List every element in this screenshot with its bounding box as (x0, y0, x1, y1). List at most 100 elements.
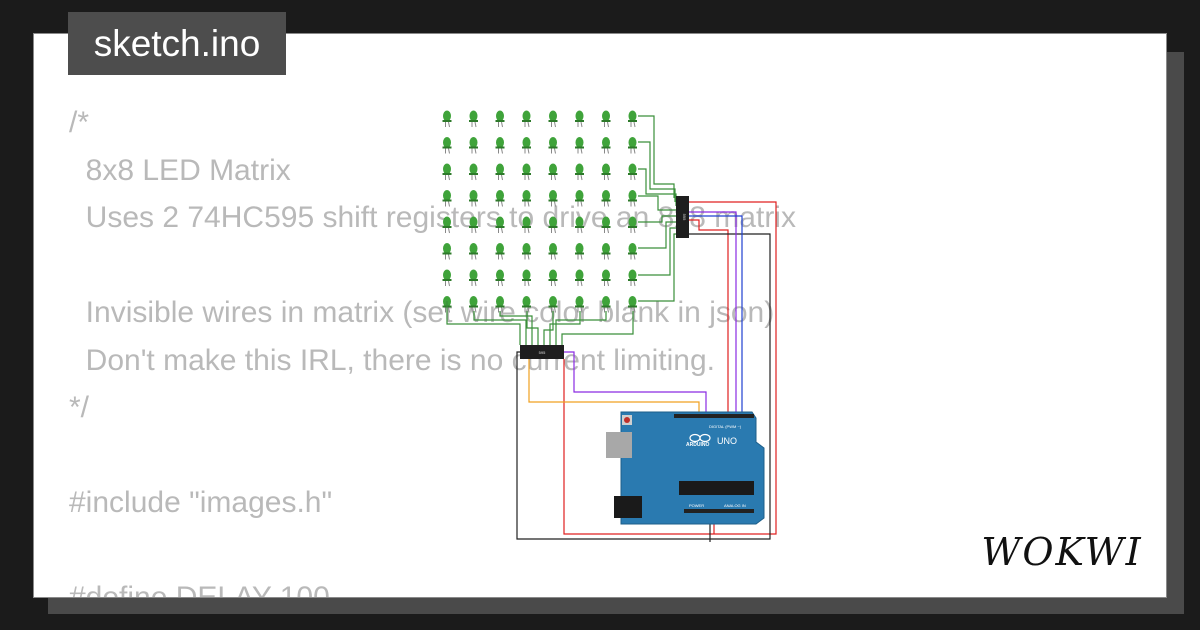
led[interactable] (442, 216, 452, 234)
led[interactable] (601, 137, 611, 154)
led[interactable] (575, 269, 584, 287)
led[interactable] (469, 243, 478, 260)
led[interactable] (469, 216, 478, 234)
wokwi-logo-text: WOKWI (981, 530, 1142, 574)
led[interactable] (495, 269, 505, 287)
led[interactable] (628, 137, 637, 154)
led[interactable] (548, 296, 558, 313)
shift-register-2[interactable]: 595 (520, 345, 564, 359)
led[interactable] (575, 190, 584, 207)
led[interactable] (575, 163, 584, 181)
preview-card[interactable]: /* 8x8 LED Matrix Uses 2 74HC595 shift r… (33, 33, 1167, 598)
wire (689, 219, 729, 413)
wire (563, 201, 777, 535)
led[interactable] (495, 296, 505, 313)
led[interactable] (628, 216, 637, 234)
wire (689, 211, 737, 413)
shift-register-1[interactable]: 595 (676, 196, 689, 238)
led[interactable] (469, 269, 478, 287)
led[interactable] (548, 269, 558, 287)
wire (638, 221, 676, 249)
led[interactable] (495, 216, 505, 234)
wire (689, 215, 743, 413)
led[interactable] (522, 243, 531, 260)
led[interactable] (601, 110, 611, 128)
wire (638, 215, 676, 223)
led[interactable] (522, 296, 531, 313)
led[interactable] (469, 190, 478, 207)
led[interactable] (548, 216, 558, 234)
wire (446, 301, 521, 345)
led[interactable] (522, 110, 531, 128)
led[interactable] (575, 216, 584, 234)
led[interactable] (548, 163, 558, 181)
led[interactable] (601, 216, 611, 234)
led[interactable] (469, 137, 478, 154)
wire (561, 311, 634, 345)
wire (638, 141, 676, 202)
led[interactable] (469, 296, 478, 313)
digital-header (674, 414, 754, 418)
led[interactable] (522, 190, 531, 207)
wire (638, 195, 676, 211)
led[interactable] (442, 190, 452, 207)
led[interactable] (495, 137, 505, 154)
wire (638, 115, 675, 198)
led[interactable] (522, 163, 531, 181)
led[interactable] (628, 269, 637, 287)
code-line: #include "images.h" (69, 486, 333, 519)
code-line: /* (69, 106, 90, 139)
circuit-diagram[interactable]: 595 595 DIGITAL (PWM ~) ARDUINO UNO ANAL… (34, 34, 1167, 598)
wire (638, 227, 676, 276)
digital-header-label: DIGITAL (PWM ~) (709, 424, 742, 429)
led[interactable] (601, 163, 611, 181)
led[interactable] (548, 243, 558, 260)
led[interactable] (601, 190, 611, 207)
led[interactable] (442, 110, 452, 128)
led[interactable] (601, 243, 611, 260)
shift-register-2-label: 595 (539, 350, 546, 355)
led[interactable] (628, 296, 637, 313)
led[interactable] (442, 269, 452, 287)
led[interactable] (495, 190, 505, 207)
led[interactable] (575, 137, 584, 154)
led[interactable] (575, 243, 584, 260)
wire (499, 311, 533, 345)
led[interactable] (601, 296, 611, 313)
led[interactable] (495, 163, 505, 181)
led[interactable] (522, 269, 531, 287)
wire (528, 359, 700, 413)
led[interactable] (442, 243, 452, 260)
led[interactable] (628, 243, 637, 260)
led[interactable] (548, 137, 558, 154)
led[interactable] (442, 163, 452, 181)
led[interactable] (601, 269, 611, 287)
led[interactable] (575, 110, 584, 128)
arduino-uno-board[interactable]: DIGITAL (PWM ~) ARDUINO UNO ANALOG IN PO… (606, 411, 765, 525)
file-title: sketch.ino (68, 12, 286, 75)
led[interactable] (522, 137, 531, 154)
led[interactable] (522, 216, 531, 234)
shift-register-1-label: 595 (682, 214, 687, 221)
led[interactable] (628, 163, 637, 181)
led[interactable] (495, 110, 505, 128)
wire (638, 233, 679, 302)
led[interactable] (548, 190, 558, 207)
led[interactable] (628, 190, 637, 207)
led[interactable] (442, 137, 452, 154)
led[interactable] (495, 243, 505, 260)
wire (555, 311, 607, 345)
led[interactable] (548, 110, 558, 128)
led[interactable] (469, 110, 478, 128)
model-label: UNO (717, 436, 737, 446)
wire (516, 233, 771, 540)
led[interactable] (575, 296, 584, 313)
wire (473, 311, 527, 345)
led[interactable] (628, 110, 637, 128)
wire (543, 311, 554, 345)
code-line: #define DELAY 100 (69, 581, 330, 598)
code-line: Don't make this IRL, there is no current… (69, 343, 715, 377)
atmega-chip (679, 481, 754, 495)
led[interactable] (469, 163, 478, 181)
analog-header (684, 509, 754, 513)
